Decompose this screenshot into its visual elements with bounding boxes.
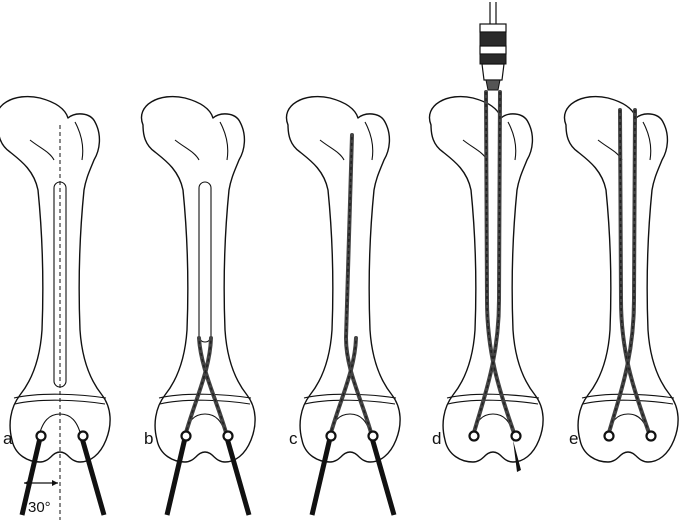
left-entry-point — [35, 430, 47, 442]
left-pin — [164, 437, 188, 516]
right-entry-point — [367, 430, 379, 442]
left-pin — [19, 437, 43, 516]
panel-label-e: e — [569, 429, 578, 448]
wire-tip — [513, 440, 521, 472]
right-pin — [369, 437, 397, 516]
panel-label-b: b — [144, 429, 153, 448]
panel-e — [563, 95, 679, 463]
right-entry-point — [77, 430, 89, 442]
left-pin — [309, 437, 333, 516]
drill-chuck-icon — [479, 2, 507, 91]
panel-b — [140, 95, 256, 516]
panel-label-a: a — [3, 429, 13, 448]
cortical-window — [198, 181, 212, 343]
angle-label: 30° — [28, 499, 51, 516]
right-entry-point — [222, 430, 234, 442]
right-entry-point — [645, 430, 657, 442]
left-entry-point — [468, 430, 480, 442]
panel-d — [428, 2, 544, 472]
left-entry-point — [325, 430, 337, 442]
right-pin — [224, 437, 252, 516]
right-pin — [79, 437, 107, 516]
left-entry-point — [180, 430, 192, 442]
right-entry-point — [510, 430, 522, 442]
panel-c — [285, 95, 401, 516]
panel-a: 30° — [0, 95, 111, 520]
panel-label-c: c — [289, 429, 298, 448]
left-final-wire — [618, 108, 652, 438]
panel-label-d: d — [432, 429, 441, 448]
left-entry-point — [603, 430, 615, 442]
